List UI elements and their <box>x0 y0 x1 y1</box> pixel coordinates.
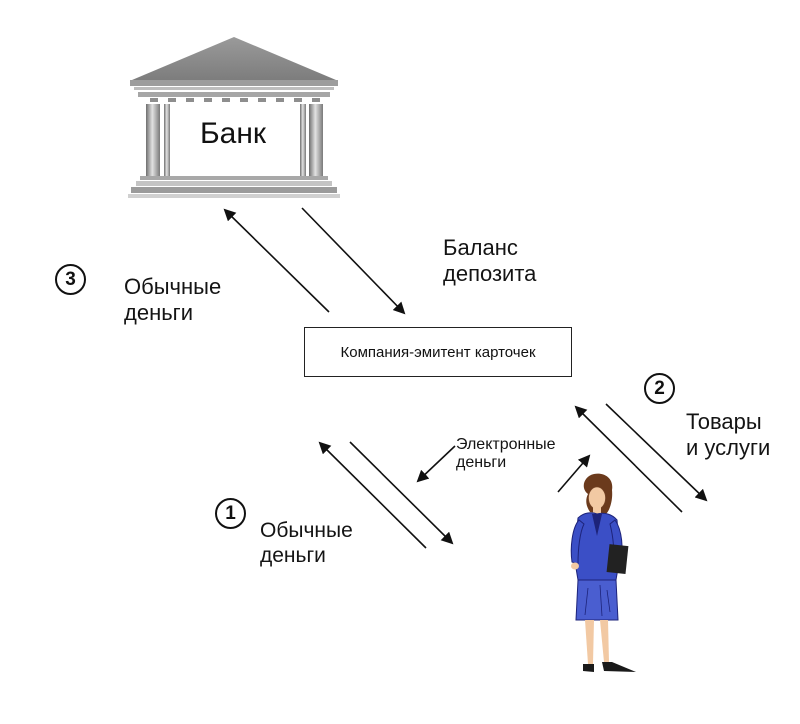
step-badge-2: 2 <box>644 373 675 404</box>
label-deposit-balance: Баланс депозита <box>443 235 537 286</box>
issuer-company-box: Компания-эмитент карточек <box>304 327 572 377</box>
bank-roof <box>132 37 336 80</box>
arrow-money-down <box>349 441 454 545</box>
arrow-electronic-in <box>416 445 456 483</box>
label-electronic-money: Электронные деньги <box>456 436 556 471</box>
label-regular-money-1: Обычные деньги <box>260 519 353 567</box>
bank-label: Банк <box>199 117 267 150</box>
step-badge-1: 1 <box>215 498 246 529</box>
bank-columns <box>146 104 323 176</box>
label-goods-services: Товары и услуги <box>686 409 771 460</box>
arrow-deposit-balance <box>301 207 406 315</box>
step-badge-3: 3 <box>55 264 86 295</box>
issuer-company-label: Компания-эмитент карточек <box>340 343 536 361</box>
arrow-electronic-out <box>557 454 591 493</box>
bank-cornice <box>130 80 338 86</box>
arrow-money-up <box>318 441 427 549</box>
arrow-money-to-bank <box>223 208 330 313</box>
label-regular-money-3: Обычные деньги <box>124 274 222 325</box>
arrow-goods-up <box>574 405 683 513</box>
arrow-goods-down <box>605 403 708 502</box>
